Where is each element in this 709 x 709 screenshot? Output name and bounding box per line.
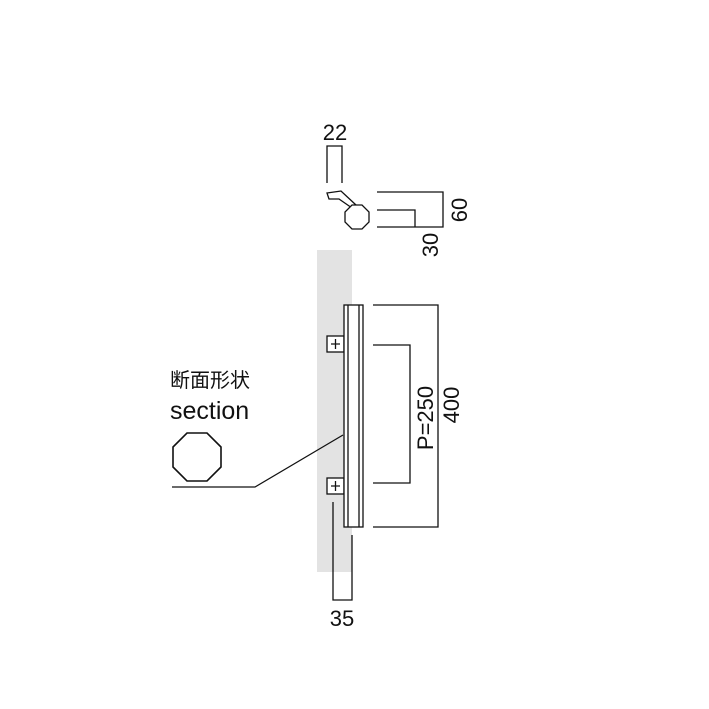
depth-dim: 35	[330, 606, 354, 631]
handle-bar-facets	[347, 305, 360, 527]
top-offset-dim-lines	[377, 209, 416, 227]
top-height-dim: 60	[447, 198, 472, 222]
handle-bar	[343, 304, 364, 528]
length-dim-lines	[373, 304, 439, 528]
section-label-en: section	[170, 397, 250, 425]
top-width-dim: 22	[323, 120, 347, 145]
top-width-dim-lines	[326, 145, 343, 183]
pitch-dim: P=250	[413, 386, 438, 450]
section-octagon	[172, 432, 222, 482]
length-dim: 400	[439, 387, 464, 424]
bracket-upper-screw	[331, 339, 340, 349]
top-height-dim-lines	[377, 191, 444, 228]
section-leader-line	[172, 434, 344, 488]
bracket-lower-screw	[331, 481, 340, 491]
section-label-ja: 断面形状	[170, 368, 250, 392]
top-octagon-grip	[344, 204, 370, 230]
pitch-dim-lines	[373, 344, 411, 484]
top-offset-dim: 30	[418, 233, 443, 257]
depth-dim-lines	[332, 502, 353, 601]
